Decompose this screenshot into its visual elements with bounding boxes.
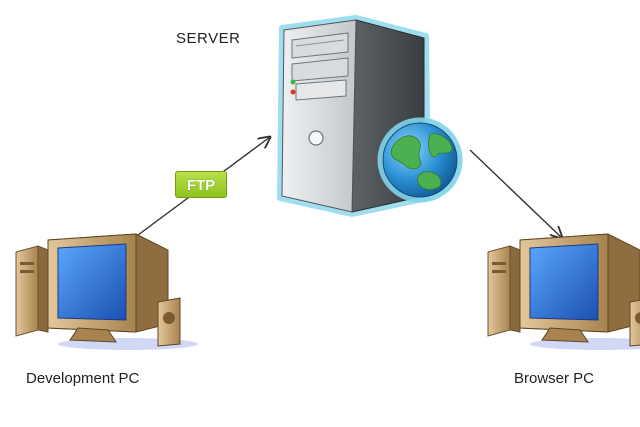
ftp-badge: FTP bbox=[175, 171, 227, 198]
server-tower-icon bbox=[277, 15, 431, 217]
development-pc-icon bbox=[15, 233, 198, 351]
browser-pc-icon bbox=[487, 233, 640, 351]
globe-icon bbox=[377, 117, 463, 203]
browser-pc-label: Browser PC bbox=[514, 370, 595, 387]
development-pc-label: Development PC bbox=[26, 370, 140, 387]
server-label: SERVER bbox=[176, 30, 241, 47]
edge-server-to-browser bbox=[469, 149, 562, 238]
